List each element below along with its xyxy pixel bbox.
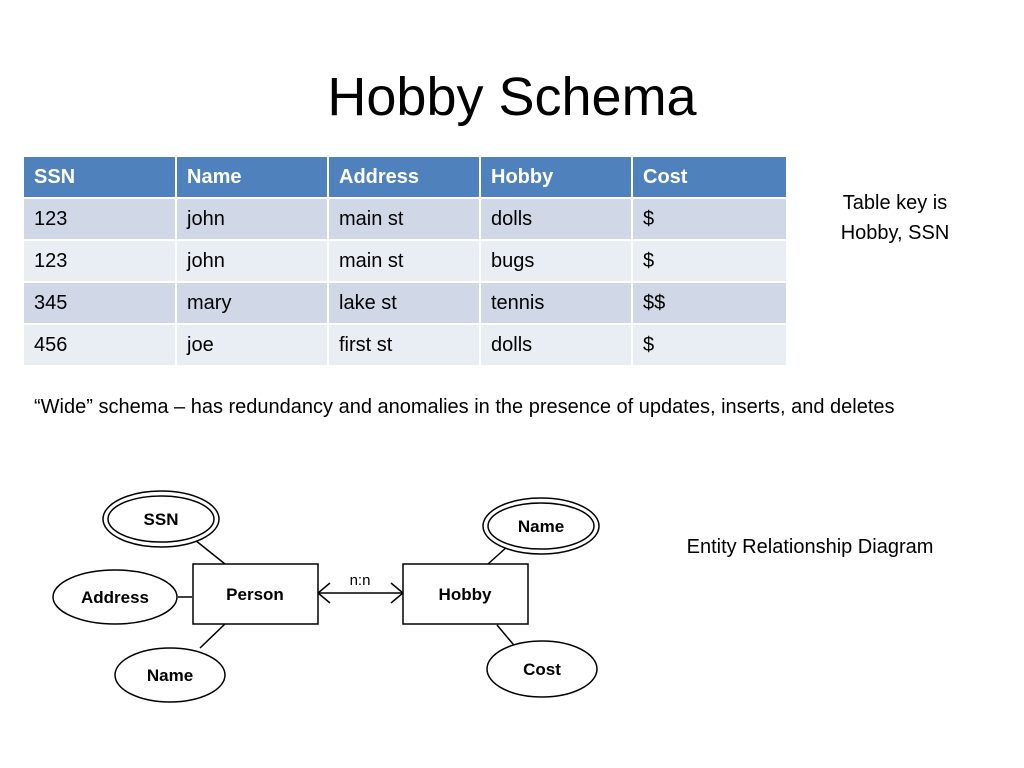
- table-key-line-2: Hobby, SSN: [840, 222, 950, 244]
- table-cell: $: [632, 198, 786, 241]
- table-cell: lake st: [328, 282, 481, 325]
- table-cell: mary: [176, 282, 329, 325]
- column-header-ssn: SSN: [24, 157, 177, 199]
- ssn-attribute-label: SSN: [144, 510, 179, 529]
- table-cell: $: [632, 324, 786, 367]
- hobby-entity-label: Hobby: [439, 585, 492, 604]
- table-cell: 123: [24, 240, 177, 283]
- table-row: 456 joe first st dolls $: [24, 324, 786, 367]
- person-name-attribute: Name: [114, 647, 226, 703]
- table-header-row: SSN Name Address Hobby Cost: [24, 157, 786, 199]
- table-row: 123 john main st bugs $: [24, 240, 786, 283]
- hobby-entity: Hobby: [402, 563, 529, 625]
- table-row: 345 mary lake st tennis $$: [24, 282, 786, 325]
- table-cell: dolls: [480, 198, 633, 241]
- ssn-attribute: SSN: [102, 490, 220, 548]
- table-cell: tennis: [480, 282, 633, 325]
- slide-title: Hobby Schema: [327, 67, 697, 127]
- column-header-cost: Cost: [632, 157, 786, 199]
- table-cell: first st: [328, 324, 481, 367]
- table-cell: $: [632, 240, 786, 283]
- table-key-line-1: Table key is: [842, 192, 948, 214]
- table-row: 123 john main st dolls $: [24, 198, 786, 241]
- er-diagram-caption: Entity Relationship Diagram: [686, 536, 934, 558]
- person-name-attribute-label: Name: [147, 666, 193, 685]
- er-diagram: SSN Address Name Person n:n Hobby Name C…: [52, 490, 600, 703]
- hobby-name-attribute: Name: [482, 497, 600, 555]
- hobby-name-attribute-label: Name: [518, 517, 564, 536]
- table-key-note: Table key is Hobby, SSN: [820, 188, 970, 248]
- table-cell: john: [176, 240, 329, 283]
- person-name-line: [199, 622, 227, 649]
- column-header-name: Name: [176, 157, 329, 199]
- table-cell: main st: [328, 240, 481, 283]
- cost-attribute: Cost: [486, 640, 598, 698]
- table-cell: joe: [176, 324, 329, 367]
- table-cell: john: [176, 198, 329, 241]
- address-attribute: Address: [52, 569, 178, 625]
- table-cell: bugs: [480, 240, 633, 283]
- cost-attribute-label: Cost: [523, 660, 561, 679]
- hobby-name-line: [487, 545, 509, 565]
- table-cell: main st: [328, 198, 481, 241]
- table-cell: $$: [632, 282, 786, 325]
- relationship-cardinality: n:n: [350, 572, 371, 589]
- wide-schema-note: “Wide” schema – has redundancy and anoma…: [34, 396, 895, 418]
- hobby-table: SSN Name Address Hobby Cost 123 john mai…: [24, 157, 786, 367]
- person-entity-label: Person: [226, 585, 284, 604]
- address-attribute-label: Address: [81, 588, 149, 607]
- column-header-address: Address: [328, 157, 481, 199]
- table-cell: 123: [24, 198, 177, 241]
- column-header-hobby: Hobby: [480, 157, 633, 199]
- table-cell: 456: [24, 324, 177, 367]
- table-cell: dolls: [480, 324, 633, 367]
- table-cell: 345: [24, 282, 177, 325]
- person-entity: Person: [192, 563, 319, 625]
- person-ssn-line: [194, 539, 226, 565]
